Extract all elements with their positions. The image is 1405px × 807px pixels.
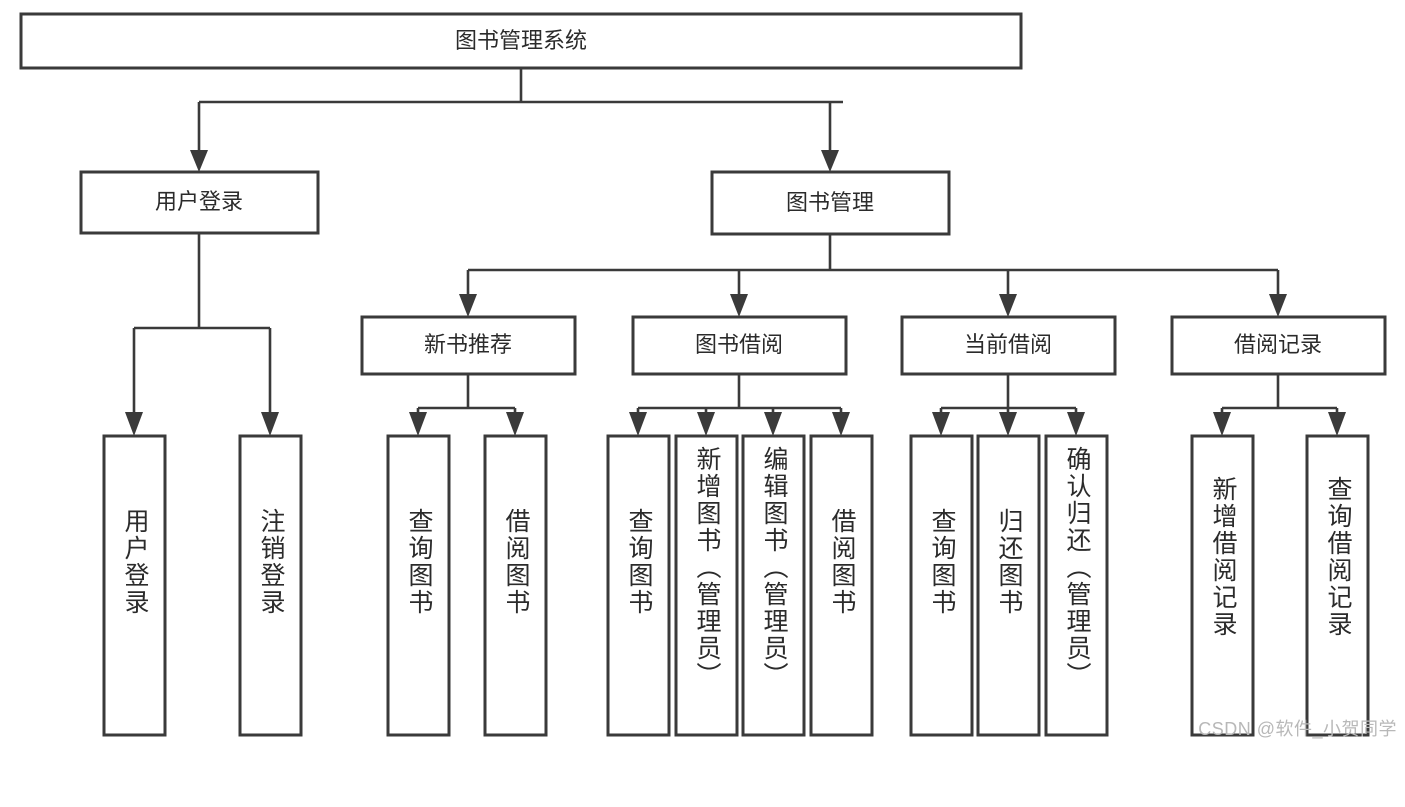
arrowhead-leaf-current-2 <box>999 412 1017 436</box>
arrowhead-leaf-borrow-2 <box>697 412 715 436</box>
node-root[interactable]: 图书管理系统 <box>19 12 1023 70</box>
leaf-box-current-3[interactable] <box>1044 434 1109 737</box>
node-new-books[interactable]: 新书推荐 <box>360 315 577 376</box>
edge-group-records <box>1213 374 1346 436</box>
node-records[interactable]: 借阅记录 <box>1170 315 1387 376</box>
arrowhead-leaf-new-books-1 <box>409 412 427 436</box>
node-borrow[interactable]: 图书借阅 <box>631 315 848 376</box>
node-current-label: 当前借阅 <box>964 332 1052 357</box>
arrowhead-leaf-borrow-4 <box>832 412 850 436</box>
node-new-books-label: 新书推荐 <box>424 332 512 357</box>
edge-group-user-login <box>125 233 279 436</box>
arrowhead-leaf-new-books-2 <box>506 412 524 436</box>
node-new-books-box[interactable] <box>360 315 577 376</box>
arrowhead-current <box>999 294 1017 317</box>
leaf-box-new-books-1[interactable] <box>386 434 451 737</box>
edge-group-borrow <box>629 374 850 436</box>
csdn-watermark: CSDN @软件_小贺同学 <box>1198 719 1397 739</box>
node-user-login[interactable]: 用户登录 <box>79 170 320 235</box>
arrowhead-leaf-records-2 <box>1328 412 1346 436</box>
arrowhead-leaf-records-1 <box>1213 412 1231 436</box>
node-current[interactable]: 当前借阅 <box>900 315 1117 376</box>
node-records-box[interactable] <box>1170 315 1387 376</box>
node-book-mgmt-box[interactable] <box>710 170 951 236</box>
arrowhead-leaf-current-1 <box>932 412 950 436</box>
leaf-box-records-1[interactable] <box>1190 434 1255 737</box>
arrowhead-leaf-borrow-1 <box>629 412 647 436</box>
leaf-box-current-1[interactable] <box>909 434 974 737</box>
edge-group-book-mgmt <box>459 234 1287 317</box>
node-borrow-box[interactable] <box>631 315 848 376</box>
leaf-boxes <box>102 434 1370 737</box>
arrowhead-book-mgmt <box>821 150 839 172</box>
node-book-mgmt-label: 图书管理 <box>786 190 874 215</box>
arrowhead-user-login <box>190 150 208 172</box>
node-user-login-box[interactable] <box>79 170 320 235</box>
edge-group-root <box>190 68 843 172</box>
leaf-box-current-2[interactable] <box>976 434 1041 737</box>
leaf-box-user-login-2[interactable] <box>238 434 303 737</box>
leaf-box-records-2[interactable] <box>1305 434 1370 737</box>
edge-group-current <box>932 374 1085 436</box>
node-root-label: 图书管理系统 <box>455 28 587 53</box>
leaf-box-user-login-1[interactable] <box>102 434 167 737</box>
flowchart-canvas: 图书管理系统 用户登录 图书管理 新书推荐 图书借阅 当前借阅 借阅记录 <box>19 12 1397 739</box>
leaf-box-borrow-4[interactable] <box>809 434 874 737</box>
arrowhead-leaf-user-login-2 <box>261 412 279 436</box>
node-current-box[interactable] <box>900 315 1117 376</box>
node-user-login-label: 用户登录 <box>155 189 243 214</box>
node-borrow-label: 图书借阅 <box>695 332 783 357</box>
arrowhead-new-books <box>459 294 477 317</box>
arrowhead-borrow <box>730 294 748 317</box>
arrowhead-records <box>1269 294 1287 317</box>
edge-group-new-books <box>409 374 524 436</box>
arrowhead-leaf-user-login-1 <box>125 412 143 436</box>
node-records-label: 借阅记录 <box>1234 332 1322 357</box>
arrowhead-leaf-borrow-3 <box>764 412 782 436</box>
leaf-box-borrow-3[interactable] <box>741 434 806 737</box>
leaf-box-borrow-1[interactable] <box>606 434 671 737</box>
leaf-box-borrow-2[interactable] <box>674 434 739 737</box>
arrowhead-leaf-current-3 <box>1067 412 1085 436</box>
node-root-box[interactable] <box>19 12 1023 70</box>
flowchart-svg: 图书管理系统 用户登录 图书管理 新书推荐 图书借阅 当前借阅 借阅记录 <box>19 12 1387 737</box>
node-book-mgmt[interactable]: 图书管理 <box>710 170 951 236</box>
leaf-box-new-books-2[interactable] <box>483 434 548 737</box>
